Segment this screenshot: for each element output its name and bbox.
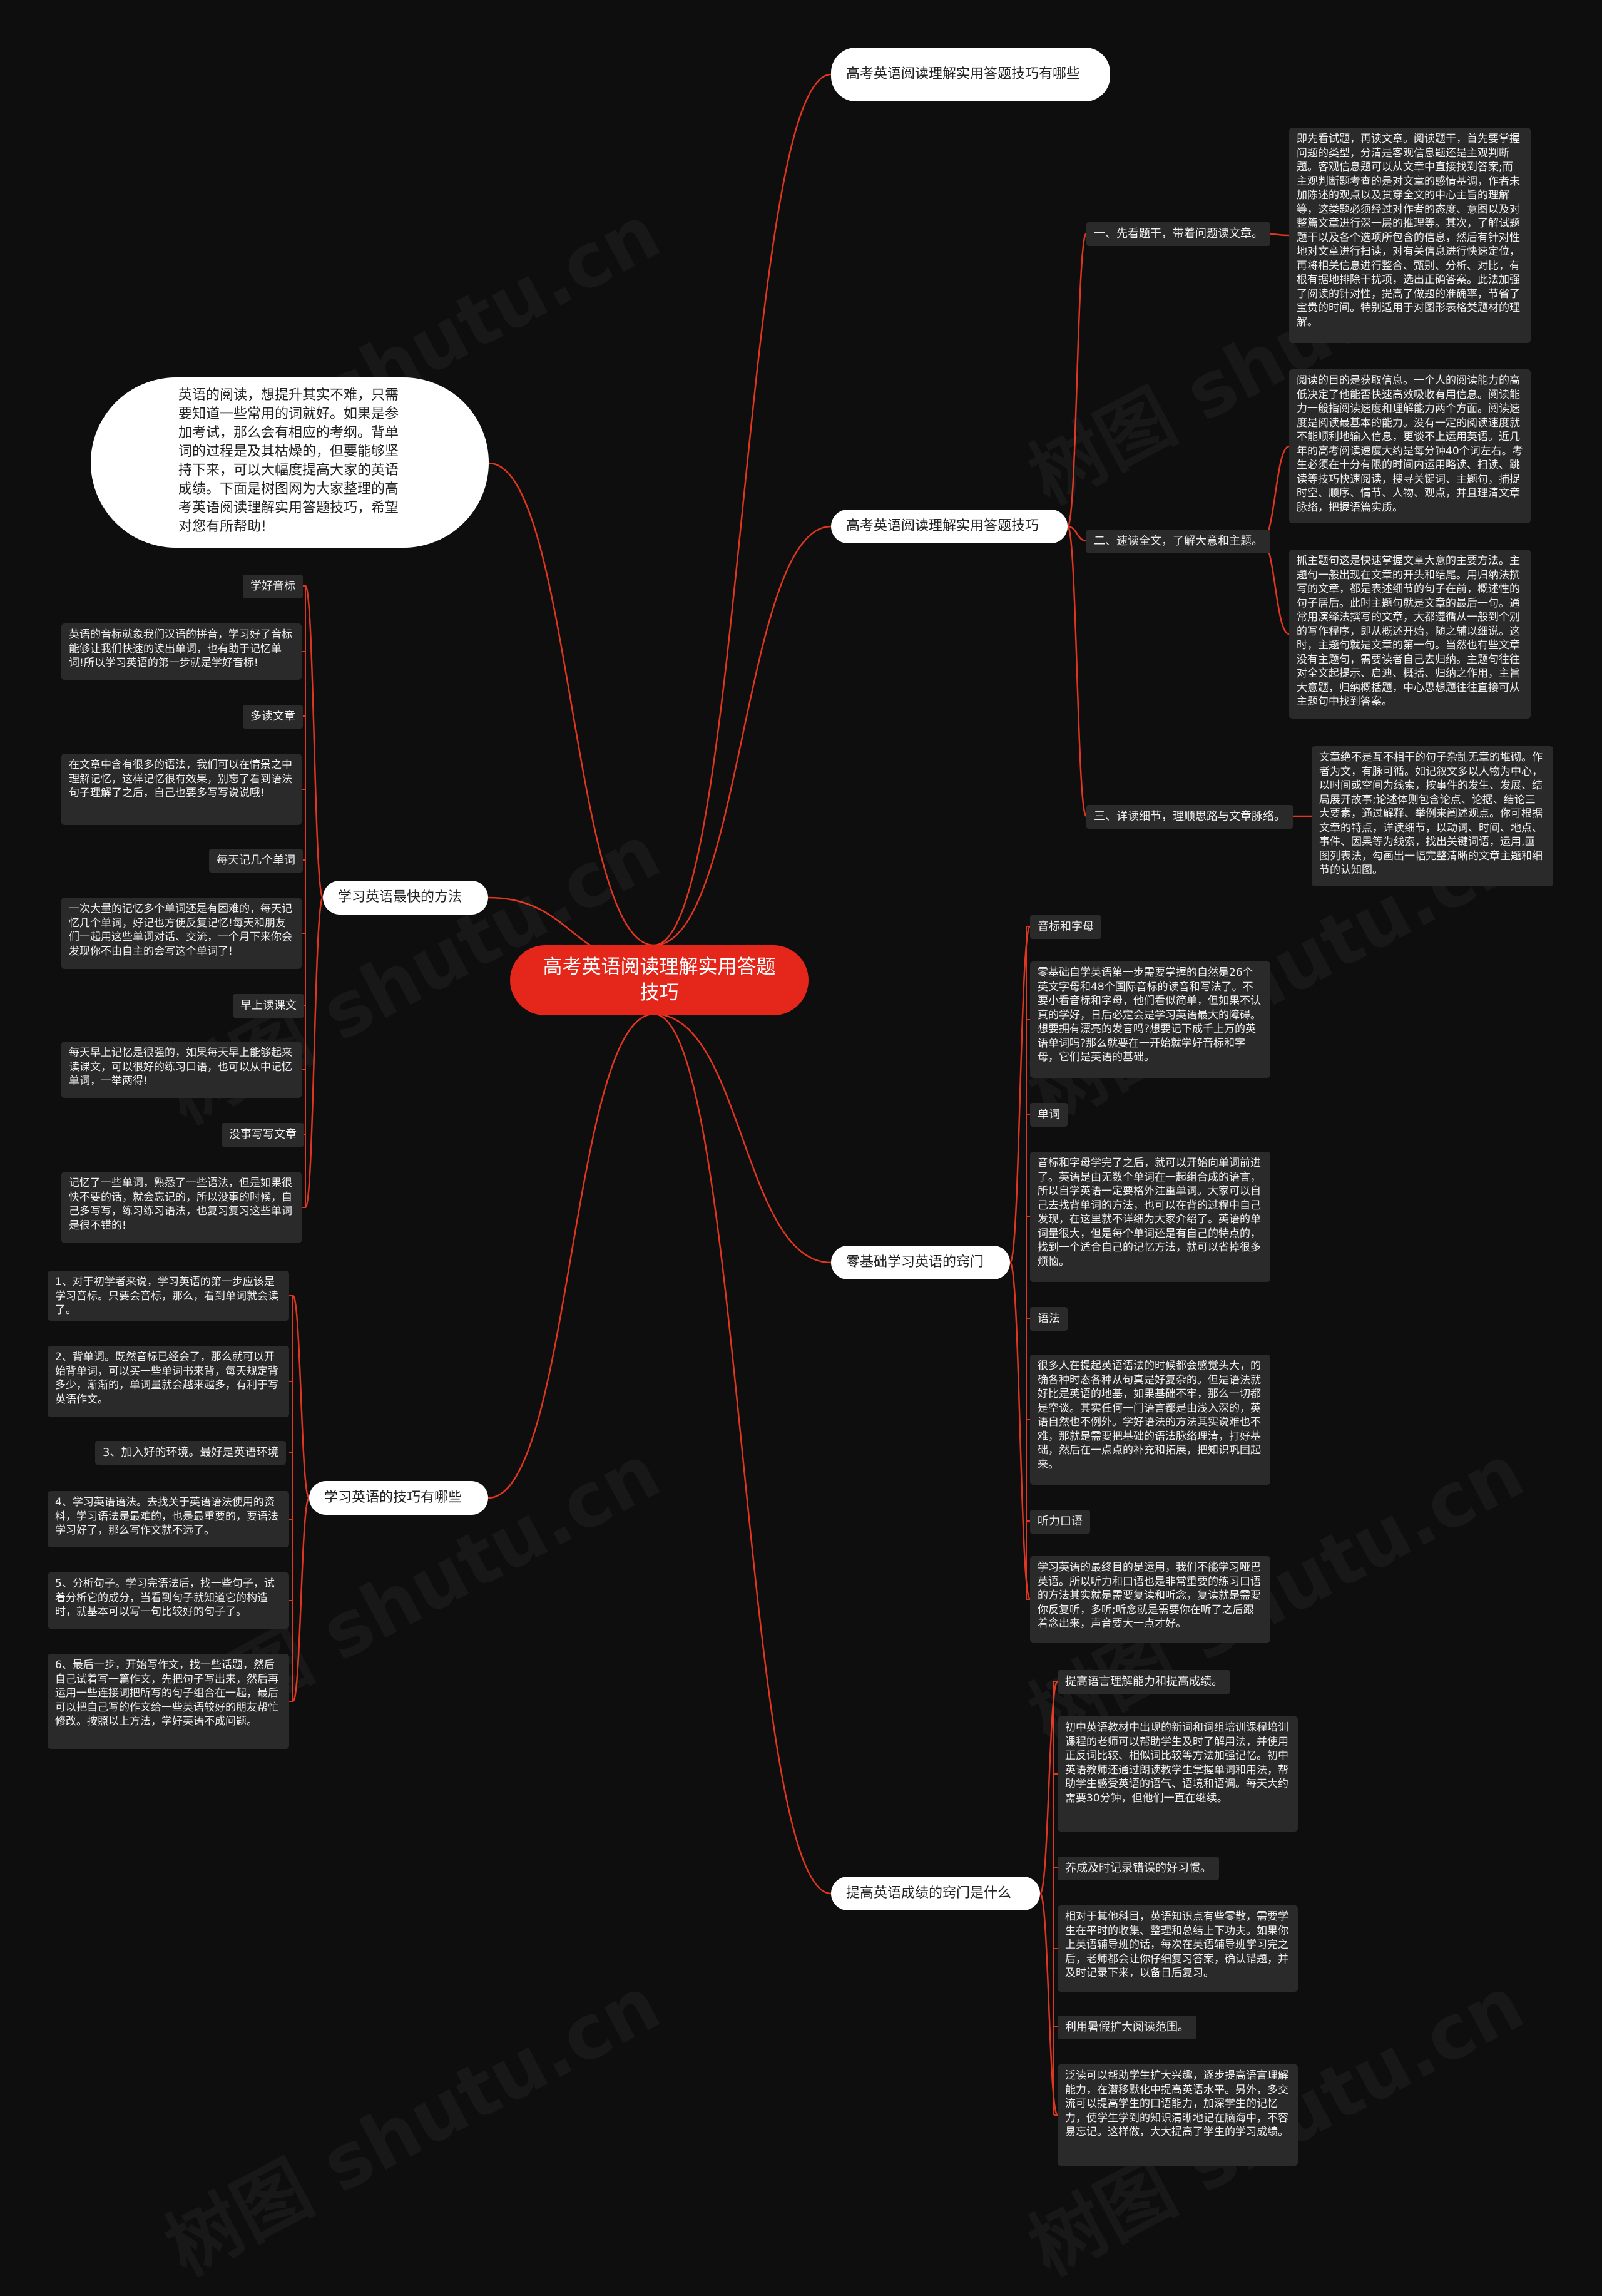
link-root-intro xyxy=(488,462,655,946)
l1-item-1-text: 英语的音标就象我们汉语的拼音，学习好了音标能够让我们快速的读出单词，也有助于记忆… xyxy=(61,623,302,680)
b3-item-4-label[interactable]: 听力口语 xyxy=(1030,1510,1090,1534)
branch-b3[interactable]: 零基础学习英语的窍门 xyxy=(831,1246,1010,1279)
link-l2-top xyxy=(292,1294,310,1499)
b4-item-3-label[interactable]: 利用暑假扩大阅读范围。 xyxy=(1058,2016,1196,2039)
branch-l2-label: 学习英语的技巧有哪些 xyxy=(324,1490,462,1505)
link-root-b3 xyxy=(653,1013,832,1264)
link-b3-bot xyxy=(1009,1261,1031,1601)
link-b2-2-text2 xyxy=(1261,540,1290,635)
root-topic-label: 高考英语阅读理解实用答题技巧 xyxy=(543,956,776,1004)
b2-item-1-label[interactable]: 一、先看题干，带着问题读文章。 xyxy=(1086,222,1270,246)
link-l1-top xyxy=(304,585,324,899)
link-b2-2 xyxy=(1067,525,1087,542)
l1-item-4-label[interactable]: 早上读课文 xyxy=(233,994,304,1018)
link-b2-2-text1 xyxy=(1261,445,1290,542)
b3-item-4-text: 学习英语的最终目的是运用，我们不能学习哑巴英语。所以听力和口语也是非常重要的练习… xyxy=(1030,1556,1270,1643)
b2-item-3-label[interactable]: 三、详读细节，理顺思路与文章脉络。 xyxy=(1086,805,1293,829)
b4-item-1-label[interactable]: 提高语言理解能力和提高成绩。 xyxy=(1058,1670,1230,1694)
branch-b2[interactable]: 高考英语阅读理解实用答题技巧 xyxy=(831,510,1068,543)
l1-item-2-text: 在文章中含有很多的语法，我们可以在情景之中理解记忆，这样记忆很有效果，别忘了看到… xyxy=(61,754,302,825)
b4-item-2-label[interactable]: 养成及时记录错误的好习惯。 xyxy=(1058,1857,1219,1880)
l1-item-1-label[interactable]: 学好音标 xyxy=(243,575,303,598)
b2-item-1-text: 即先看试题，再读文章。阅读题干，首先要掌握问题的类型，分清是客观信息题还是主观判… xyxy=(1289,128,1531,343)
link-b3-top xyxy=(1009,925,1031,1264)
link-b4-top xyxy=(1039,1680,1059,1895)
l1-item-5-text: 记忆了一些单词，熟悉了一些语法，但是如果很快不要的话，就会忘记的，所以没事的时候… xyxy=(61,1172,302,1243)
link-b2-3 xyxy=(1066,525,1088,817)
b3-item-1-text: 零基础自学英语第一步需要掌握的自然是26个英文字母和48个国际音标的读音和写法了… xyxy=(1030,961,1270,1078)
l2-item-6: 6、最后一步，开始写作文，找一些话题，然后自己试着写一篇作文，先把句子写出来，然… xyxy=(48,1654,289,1749)
link-root-b4 xyxy=(653,1013,832,1895)
branch-b4-label: 提高英语成绩的窍门是什么 xyxy=(846,1885,1012,1901)
b4-item-3-text: 泛读可以帮助学生扩大兴趣，逐步提高语言理解能力，在潜移默化中提高英语水平。另外，… xyxy=(1058,2064,1298,2166)
l1-item-3-text: 一次大量的记忆多个单词还是有困难的，每天记忆几个单词，好记也方便反复记忆!每天和… xyxy=(61,898,302,969)
branch-b1[interactable]: 高考英语阅读理解实用答题技巧有哪些 xyxy=(831,48,1110,101)
b2-item-3-text: 文章绝不是互不相干的句子杂乱无章的堆砌。作者为文，有脉可循。如记叙文多以人物为中… xyxy=(1312,746,1553,886)
branch-b4[interactable]: 提高英语成绩的窍门是什么 xyxy=(831,1877,1040,1910)
branch-l2[interactable]: 学习英语的技巧有哪些 xyxy=(309,1481,488,1515)
l2-item-5: 5、分析句子。学习完语法后，找一些句子，试着分析它的成分，当看到句子就知道它的构… xyxy=(48,1572,289,1629)
b3-item-3-label[interactable]: 语法 xyxy=(1030,1307,1068,1331)
b3-item-3-text: 很多人在提起英语语法的时候都会感觉头大，的确各种时态各种从句真是好复杂的。但是语… xyxy=(1030,1355,1270,1485)
b3-item-2-label[interactable]: 单词 xyxy=(1030,1103,1068,1127)
branch-b1-label: 高考英语阅读理解实用答题技巧有哪些 xyxy=(846,66,1081,82)
b3-item-1-label[interactable]: 音标和字母 xyxy=(1030,915,1101,939)
link-b2-1 xyxy=(1066,232,1088,528)
l2-item-3: 3、加入好的环境。最好是英语环境 xyxy=(95,1441,287,1465)
link-l2-bot xyxy=(292,1497,310,1703)
l2-item-2: 2、背单词。既然音标已经会了，那么就可以开始背单词，可以买一些单词书来背，每天规… xyxy=(48,1346,289,1417)
l1-item-3-label[interactable]: 每天记几个单词 xyxy=(209,849,303,873)
link-root-l2 xyxy=(487,1013,655,1499)
link-root-b1 xyxy=(653,73,832,946)
b4-item-1-text: 初中英语教材中出现的新词和词组培训课程培训课程的老师可以帮助学生及时了解用法，并… xyxy=(1058,1716,1298,1832)
branch-b3-label: 零基础学习英语的窍门 xyxy=(846,1254,984,1270)
intro-bubble: 英语的阅读，想提升其实不难，只需要知道一些常用的词就好。如果是参加考试，那么会有… xyxy=(91,377,489,548)
link-root-b2 xyxy=(653,525,832,946)
intro-text: 英语的阅读，想提升其实不难，只需要知道一些常用的词就好。如果是参加考试，那么会有… xyxy=(178,387,399,535)
b3-item-2-text: 音标和字母学完了之后，就可以开始向单词前进了。英语是由无数个单词在一起组合成的语… xyxy=(1030,1152,1270,1282)
l1-item-2-label[interactable]: 多读文章 xyxy=(243,705,303,729)
l2-item-1: 1、对于初学者来说，学习英语的第一步应该是学习音标。只要会音标，那么，看到单词就… xyxy=(48,1271,289,1321)
b2-item-2-label[interactable]: 二、速读全文，了解大意和主题。 xyxy=(1086,530,1270,553)
link-b4-bot xyxy=(1039,1892,1059,2116)
branch-l1-label: 学习英语最快的方法 xyxy=(338,889,462,905)
link-l1-bot xyxy=(304,896,324,1209)
root-topic[interactable]: 高考英语阅读理解实用答题技巧 xyxy=(510,945,809,1015)
branch-b2-label: 高考英语阅读理解实用答题技巧 xyxy=(846,518,1039,534)
l1-item-5-label[interactable]: 没事写写文章 xyxy=(222,1123,304,1147)
l1-item-4-text: 每天早上记忆是很强的，如果每天早上能够起来读课文，可以很好的练习口语，也可以从中… xyxy=(61,1042,302,1098)
b4-item-2-text: 相对于其他科目，英语知识点有些零散，需要学生在平时的收集、整理和总结上下功夫。如… xyxy=(1058,1905,1298,1992)
l2-item-4: 4、学习英语语法。去找关于英语语法使用的资料，学习语法是最难的，也是最重要的，要… xyxy=(48,1491,289,1547)
b2-item-2-text-1: 阅读的目的是获取信息。一个人的阅读能力的高低决定了他能否快速高效吸收有用信息。阅… xyxy=(1289,369,1531,523)
b2-item-2-text-2: 抓主题句这是快速掌握文章大意的主要方法。主题句一般出现在文章的开头和结尾。用归纳… xyxy=(1289,550,1531,719)
branch-l1[interactable]: 学习英语最快的方法 xyxy=(323,881,488,915)
